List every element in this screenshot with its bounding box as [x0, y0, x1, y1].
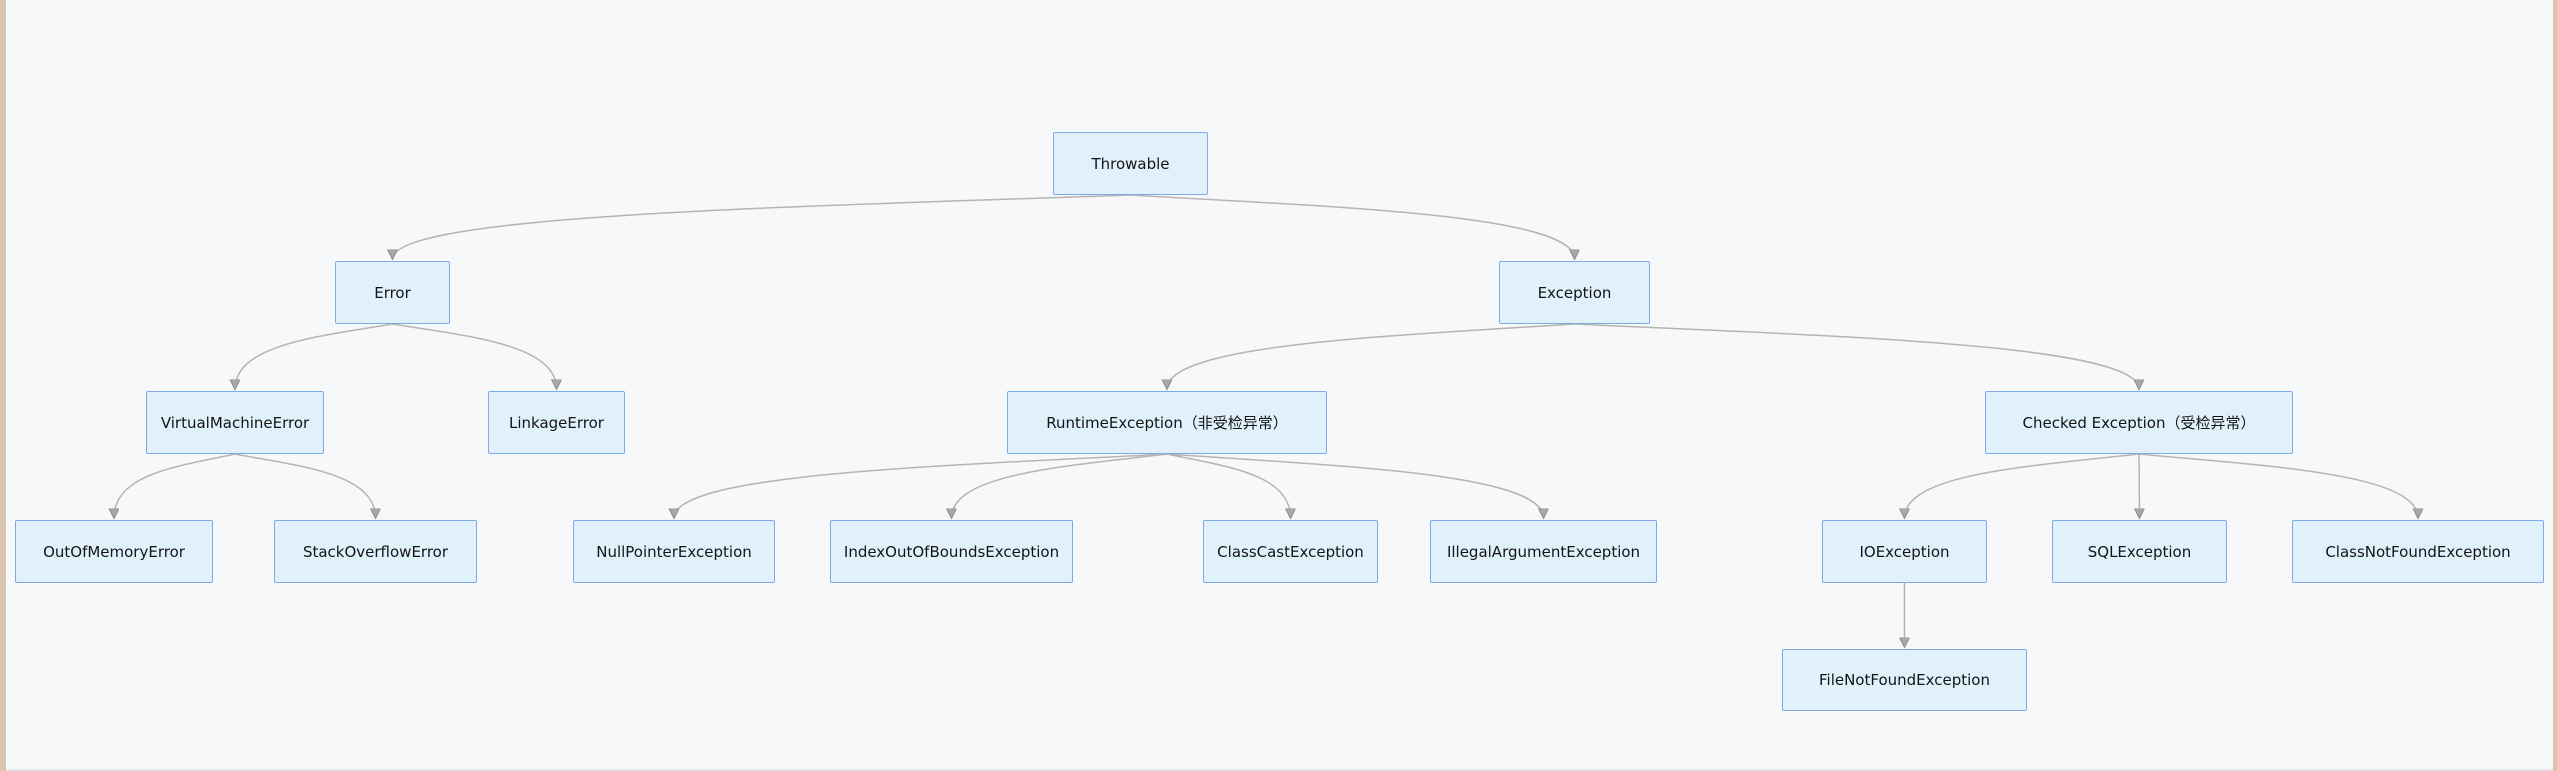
edge-checked-exception-to-class-not-found-exception: [2138, 453, 2418, 518]
edge-throwable-to-exception: [1130, 194, 1575, 259]
node-label: OutOfMemoryError: [43, 542, 185, 561]
window-frame-right-edge: [2553, 0, 2557, 771]
node-label: Exception: [1537, 283, 1612, 302]
node-index-out-of-bounds-exception[interactable]: IndexOutOfBoundsException: [830, 520, 1073, 583]
edge-runtime-exception-to-illegal-argument-exception: [1166, 453, 1544, 518]
node-error[interactable]: Error: [335, 261, 450, 324]
node-linkage-error[interactable]: LinkageError: [488, 391, 625, 454]
node-file-not-found-exception[interactable]: FileNotFoundException: [1782, 649, 2027, 711]
node-label: VirtualMachineError: [160, 413, 310, 432]
node-label: FileNotFoundException: [1818, 671, 1990, 689]
edge-virtual-machine-error-to-stack-overflow-error: [234, 453, 376, 518]
node-label: SQLException: [2087, 542, 2192, 561]
node-io-exception[interactable]: IOException: [1822, 520, 1987, 583]
node-checked-exception[interactable]: Checked Exception（受检异常）: [1985, 391, 2293, 454]
node-virtual-machine-error[interactable]: VirtualMachineError: [146, 391, 324, 454]
node-label: Checked Exception（受检异常）: [2022, 413, 2256, 432]
node-label: StackOverflowError: [302, 542, 449, 561]
edge-exception-to-runtime-exception: [1167, 323, 1575, 389]
node-label: Throwable: [1091, 154, 1170, 173]
node-label: IllegalArgumentException: [1446, 542, 1641, 561]
edge-throwable-to-error: [393, 194, 1131, 259]
window-bottom-hairline: [0, 769, 2557, 771]
node-label: NullPointerException: [596, 542, 752, 561]
node-throwable[interactable]: Throwable: [1053, 132, 1208, 195]
node-sql-exception[interactable]: SQLException: [2052, 520, 2227, 583]
node-null-pointer-exception[interactable]: NullPointerException: [573, 520, 775, 583]
node-stack-overflow-error[interactable]: StackOverflowError: [274, 520, 477, 583]
edge-checked-exception-to-sql-exception: [2139, 453, 2140, 518]
edge-runtime-exception-to-class-cast-exception: [1166, 453, 1291, 518]
node-label: IOException: [1859, 542, 1950, 561]
edge-runtime-exception-to-index-out-of-bounds-exception: [952, 453, 1168, 518]
node-runtime-exception[interactable]: RuntimeException（非受检异常）: [1007, 391, 1327, 454]
node-label: ClassNotFoundException: [2325, 542, 2511, 561]
window-frame-left-edge: [0, 0, 6, 771]
edge-runtime-exception-to-null-pointer-exception: [674, 453, 1168, 518]
edge-exception-to-checked-exception: [1574, 323, 2140, 389]
edge-checked-exception-to-io-exception: [1905, 453, 2140, 518]
node-class-cast-exception[interactable]: ClassCastException: [1203, 520, 1378, 583]
node-illegal-argument-exception[interactable]: IllegalArgumentException: [1430, 520, 1657, 583]
node-label: ClassCastException: [1217, 542, 1364, 561]
node-class-not-found-exception[interactable]: ClassNotFoundException: [2292, 520, 2544, 583]
node-label: LinkageError: [509, 413, 604, 432]
edge-virtual-machine-error-to-out-of-memory-error: [114, 453, 236, 518]
node-label: Error: [374, 283, 411, 302]
node-label: RuntimeException（非受检异常）: [1046, 413, 1288, 432]
edge-error-to-linkage-error: [392, 323, 557, 389]
node-out-of-memory-error[interactable]: OutOfMemoryError: [15, 520, 213, 583]
edge-error-to-virtual-machine-error: [235, 323, 393, 389]
node-exception[interactable]: Exception: [1499, 261, 1650, 324]
node-label: IndexOutOfBoundsException: [843, 542, 1060, 561]
